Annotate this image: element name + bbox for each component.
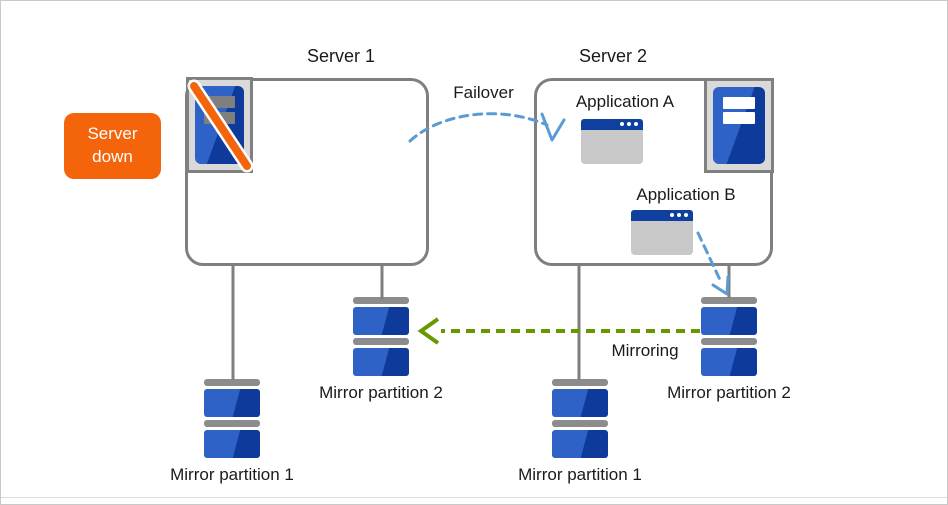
disk-icon-server2-mirror1 <box>552 379 608 461</box>
tower-slot-bar <box>722 112 756 125</box>
application-a-label: Application A <box>575 92 675 111</box>
server-tower-graphic <box>195 86 244 164</box>
bottom-divider <box>1 497 947 498</box>
window-titlebar <box>631 210 693 221</box>
server1-title: Server 1 <box>306 46 376 66</box>
application-b-window-icon <box>631 210 693 255</box>
window-body <box>631 221 693 255</box>
server-icon <box>704 78 774 173</box>
server2-title: Server 2 <box>578 46 648 66</box>
connector-lines <box>231 265 731 380</box>
disk-icon-server2-mirror2 <box>701 297 757 379</box>
tower-slot-bar <box>204 111 235 124</box>
application-b-label: Application B <box>636 185 736 204</box>
window-body <box>581 130 643 164</box>
application-a-window-icon <box>581 119 643 164</box>
server-down-badge: Server down <box>64 113 161 179</box>
server1-mirror-partition1-label: Mirror partition 1 <box>170 465 294 484</box>
tower-slot-bar <box>722 97 756 109</box>
tower-slot-bar <box>204 96 235 109</box>
failover-label: Failover <box>453 83 514 102</box>
server2-mirror-partition1-label: Mirror partition 1 <box>518 465 642 484</box>
window-buttons-icon <box>670 213 688 217</box>
server-down-badge-text: Server down <box>87 124 138 166</box>
server1-mirror-partition2-label: Mirror partition 2 <box>319 383 443 402</box>
server-tower-graphic <box>713 87 765 164</box>
server-down-icon <box>186 77 254 173</box>
disk-icon-server1-mirror1 <box>204 379 260 461</box>
window-buttons-icon <box>620 122 638 126</box>
disk-icon-server1-mirror2 <box>353 297 409 379</box>
mirroring-label: Mirroring <box>611 341 679 360</box>
mirroring-arrow <box>417 317 700 345</box>
server2-mirror-partition2-label: Mirror partition 2 <box>667 383 791 402</box>
window-titlebar <box>581 119 643 130</box>
